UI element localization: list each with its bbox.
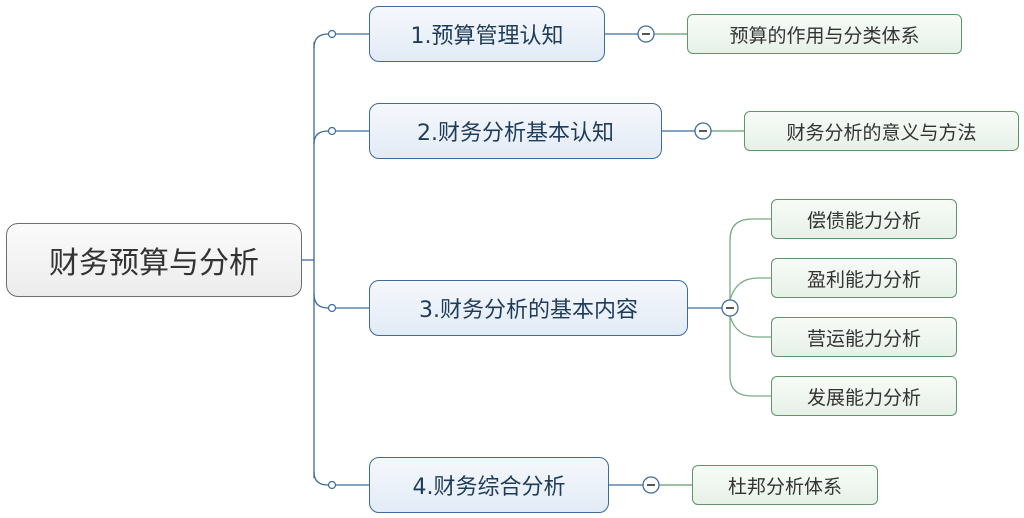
- branch-4-connector: [313, 471, 369, 486]
- branch-topic-1[interactable]: 1.预算管理认知: [369, 6, 605, 62]
- subtopic-label: 预算的作用与分类体系: [729, 24, 920, 47]
- branch-topic-2[interactable]: 2.财务分析基本认知: [369, 103, 662, 159]
- branch-3-connector: [313, 293, 369, 309]
- branch-topic-4[interactable]: 4.财务综合分析: [369, 457, 609, 513]
- branch-4-junction-icon: [327, 480, 337, 490]
- subtopic-label: 发展能力分析: [806, 386, 921, 409]
- subtopic-2-1[interactable]: 财务分析的意义与方法: [744, 111, 1019, 151]
- subtopic-label: 偿债能力分析: [806, 209, 921, 232]
- collapse-branch-1-icon[interactable]: [637, 25, 655, 43]
- root-topic-label: 财务预算与分析: [49, 246, 259, 281]
- branch-1-connector: [313, 33, 369, 49]
- branch-3-junction-icon: [327, 303, 337, 313]
- collapse-branch-2-icon[interactable]: [694, 122, 712, 140]
- branch-topic-label: 4.财务综合分析: [412, 475, 566, 500]
- branch-2-junction-icon: [327, 126, 337, 136]
- subtopic-1-1[interactable]: 预算的作用与分类体系: [687, 14, 962, 54]
- branch-topic-label: 1.预算管理认知: [410, 24, 564, 49]
- subtopic-3-4[interactable]: 发展能力分析: [771, 376, 957, 416]
- branch-2-connector: [313, 130, 369, 145]
- branch-topic-label: 2.财务分析基本认知: [417, 121, 614, 146]
- branch-topic-3[interactable]: 3.财务分析的基本内容: [369, 280, 688, 336]
- collapse-branch-3-icon[interactable]: [721, 299, 739, 317]
- leaf-3-line-a: [729, 218, 771, 300]
- subtopic-3-3[interactable]: 营运能力分析: [771, 317, 957, 357]
- branch-1-junction-icon: [327, 29, 337, 39]
- subtopic-4-1[interactable]: 杜邦分析体系: [692, 465, 878, 505]
- subtopic-3-1[interactable]: 偿债能力分析: [771, 199, 957, 239]
- subtopic-label: 营运能力分析: [806, 327, 921, 350]
- root-topic[interactable]: 财务预算与分析: [6, 223, 302, 297]
- leaf-3-line-d: [729, 316, 771, 397]
- subtopic-3-2[interactable]: 盈利能力分析: [771, 258, 957, 298]
- leaf-3-line-b: [729, 277, 771, 301]
- branch-topic-label: 3.财务分析的基本内容: [419, 298, 638, 323]
- collapse-branch-4-icon[interactable]: [642, 476, 660, 494]
- leaf-3-line-c: [729, 315, 771, 338]
- subtopic-label: 盈利能力分析: [806, 268, 921, 291]
- subtopic-label: 财务分析的意义与方法: [786, 121, 977, 144]
- subtopic-label: 杜邦分析体系: [727, 475, 842, 498]
